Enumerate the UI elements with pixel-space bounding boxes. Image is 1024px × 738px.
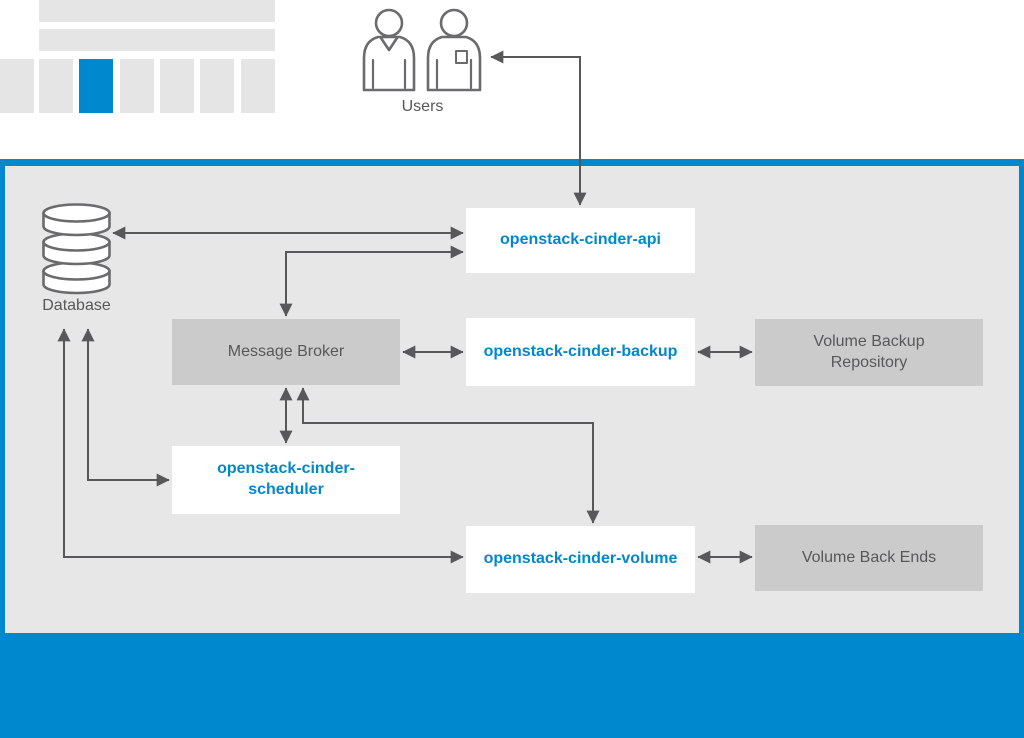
node-openstack-cinder-volume: openstack-cinder-volume [466,526,695,593]
node-message-broker: Message Broker [172,319,400,385]
node-volume-back-ends: Volume Back Ends [755,525,983,591]
node-label: openstack-cinder-volume [483,550,678,568]
node-label: openstack-cinder-api [500,231,661,249]
node-openstack-cinder-api: openstack-cinder-api [466,208,695,273]
node-label: Volume Backup Repository [813,332,925,371]
database-label: Database [42,297,111,314]
deco-bar [39,0,275,22]
node-label: Volume Back Ends [801,548,937,566]
deco-square [0,59,34,113]
deco-square [160,59,194,113]
deco-square [39,59,73,113]
node-label: openstack-cinder-backup [483,342,678,360]
deco-square [120,59,154,113]
footer-bar: OPENSTACK BLOCK STORAGE SERVICE RHELOSP_… [0,633,1024,738]
node-label: openstack-cinder-scheduler [217,460,355,498]
deco-square [200,59,234,113]
node-openstack-cinder-scheduler: openstack-cinder-scheduler [172,446,400,514]
node-volume-backup-repository: Volume Backup Repository [755,319,983,386]
users-icon [362,8,482,92]
deco-bar [39,29,275,51]
deco-square [241,59,275,113]
node-openstack-cinder-backup: openstack-cinder-backup [466,318,695,386]
node-label: Message Broker [227,342,345,360]
deco-square-highlight [79,59,113,113]
database-icon [42,203,111,295]
users-label: Users [401,98,444,115]
